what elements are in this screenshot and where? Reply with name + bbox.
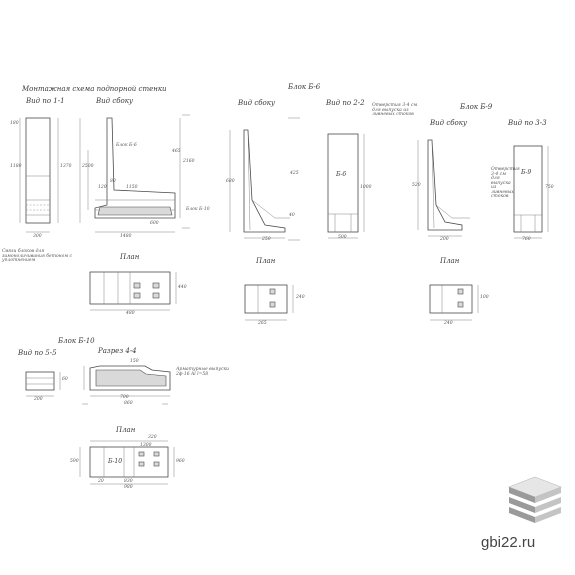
- dim-label: 1370: [60, 164, 72, 169]
- dim-label: 200: [34, 397, 43, 402]
- note-seam: Связи блоков для замоноличивания бетоном…: [2, 249, 73, 263]
- dim-label: 830: [124, 479, 133, 484]
- site-name: gbi22.ru: [481, 534, 536, 551]
- dim-label: 860: [124, 401, 133, 406]
- dim-label: 120: [98, 185, 107, 190]
- block-b6-side-drawing: [229, 117, 300, 241]
- dim-label: 1000: [360, 185, 372, 190]
- inner-label-b10: Б-10: [108, 458, 123, 465]
- inner-label-b6: Б-6: [336, 171, 347, 178]
- dim-label: 600: [150, 221, 159, 226]
- dim-label: 20: [98, 479, 104, 484]
- title-view-5-5: Вид по 5-5: [18, 349, 57, 357]
- dim-label: 465: [172, 149, 181, 154]
- dim-label: 750: [545, 185, 554, 190]
- inner-label-b9: Б-9: [521, 169, 532, 176]
- view-side-left-drawing: [79, 114, 190, 233]
- note-opening-b9: Отверстия 3-4 см для выпуска из ливневых…: [491, 167, 520, 199]
- dim-label: 1480: [120, 234, 132, 239]
- dim-label: 960: [176, 459, 185, 464]
- block-b9-3-3-drawing: [513, 145, 549, 239]
- dim-label: 240: [296, 295, 305, 300]
- block-b6-2-2-drawing: [327, 133, 365, 239]
- block-b9-side-drawing: [417, 139, 470, 237]
- dim-label: 1180: [10, 164, 22, 169]
- title-section-4-4: Разрез 4-4: [98, 347, 137, 355]
- stacked-blocks-logo-icon: [508, 476, 562, 523]
- dim-label: 500: [338, 235, 347, 240]
- title-view-2-2: Вид по 2-2: [326, 99, 365, 107]
- plan-mid-drawing: [244, 284, 294, 321]
- dim-label: 150: [130, 359, 139, 364]
- dim-label: 80: [110, 179, 116, 184]
- dim-label: 250: [262, 237, 271, 242]
- dim-label: 1150: [126, 185, 138, 190]
- dim-label: 180: [10, 121, 19, 126]
- plan-left-drawing: [89, 271, 177, 311]
- dim-label: 680: [226, 179, 235, 184]
- dim-label: 265: [258, 321, 267, 326]
- title-view-3-3: Вид по 3-3: [508, 119, 547, 127]
- title-block-b10: Блок Б-10: [58, 337, 95, 345]
- dim-label: 760: [522, 237, 531, 242]
- note-opening-b6: Отверстия 3-4 см для выпуска из ливневых…: [372, 103, 418, 117]
- view-1-1-drawing: [19, 117, 59, 233]
- title-plan-right: План: [440, 257, 460, 265]
- dim-label: 240: [444, 321, 453, 326]
- dim-label: 700: [120, 395, 129, 400]
- dim-label: 440: [178, 285, 187, 290]
- plan-right-drawing: [429, 284, 479, 321]
- dim-label: 60: [62, 377, 68, 382]
- dim-label: 980: [124, 485, 133, 490]
- dim-label: 520: [412, 183, 421, 188]
- block-b10-5-5-drawing: [25, 371, 61, 397]
- note-reinforcement: Арматурные выпуски 2ф-16 Al l=58: [176, 367, 230, 377]
- title-view-side-b9: Вид сбоку: [430, 119, 467, 127]
- dim-label: 480: [126, 311, 135, 316]
- dim-label: 2500: [82, 164, 94, 169]
- title-plan-mid: План: [256, 257, 276, 265]
- title-view-1-1: Вид по 1-1: [26, 97, 65, 105]
- dim-label: 2160: [183, 159, 195, 164]
- title-view-side-b6: Вид сбоку: [238, 99, 275, 107]
- section-4-4-drawing: [82, 365, 171, 405]
- dim-label: 320: [148, 435, 157, 440]
- title-plan-bottom: План: [116, 426, 136, 434]
- label-block-b10: Блок Б-10: [186, 207, 210, 212]
- title-montage: Монтажная схема подпорной стенки: [22, 85, 167, 93]
- dim-label: 300: [33, 234, 42, 239]
- dim-label: 425: [290, 171, 299, 176]
- dim-label: 40: [289, 213, 295, 218]
- title-view-side-left: Вид сбоку: [96, 97, 133, 105]
- dim-label: 200: [440, 237, 449, 242]
- label-block-b6: Блок Б-6: [116, 143, 137, 148]
- plan-bottom-drawing: [79, 440, 175, 485]
- dim-label: 1300: [140, 443, 152, 448]
- title-plan-left: План: [120, 253, 140, 261]
- dim-label: 590: [70, 459, 79, 464]
- title-block-b6: Блок Б-6: [288, 83, 321, 91]
- title-block-b9: Блок Б-9: [460, 103, 493, 111]
- dim-label: 100: [480, 295, 489, 300]
